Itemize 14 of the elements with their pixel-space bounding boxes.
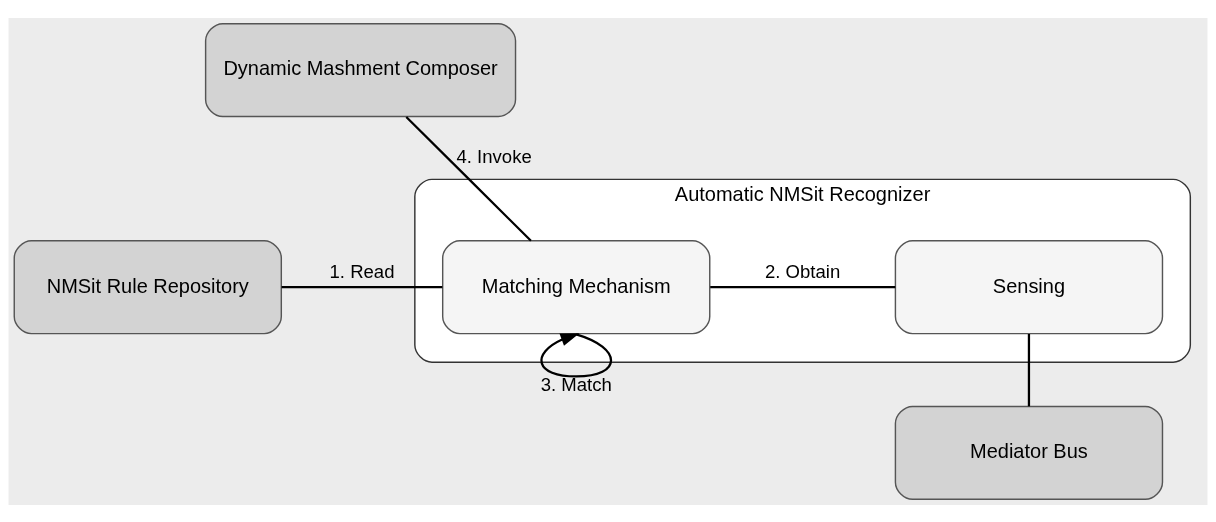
edge-label: 1. Read bbox=[329, 260, 395, 282]
node-box: NMSit Rule Repository bbox=[13, 239, 283, 334]
edge-label: 4. Invoke bbox=[456, 145, 532, 167]
node-box: Dynamic Mashment Composer bbox=[204, 22, 517, 117]
connector bbox=[405, 115, 532, 242]
arrow bbox=[540, 332, 612, 378]
connector bbox=[710, 285, 896, 288]
edge-label: 2. Obtain bbox=[764, 260, 841, 282]
connector bbox=[281, 285, 443, 288]
node-box: Mediator Bus bbox=[894, 405, 1164, 500]
connector bbox=[1027, 333, 1031, 406]
node-box: Sensing bbox=[894, 239, 1164, 334]
edge-label: 3. Match bbox=[540, 373, 612, 395]
node-box: Matching Mechanism bbox=[441, 239, 711, 334]
